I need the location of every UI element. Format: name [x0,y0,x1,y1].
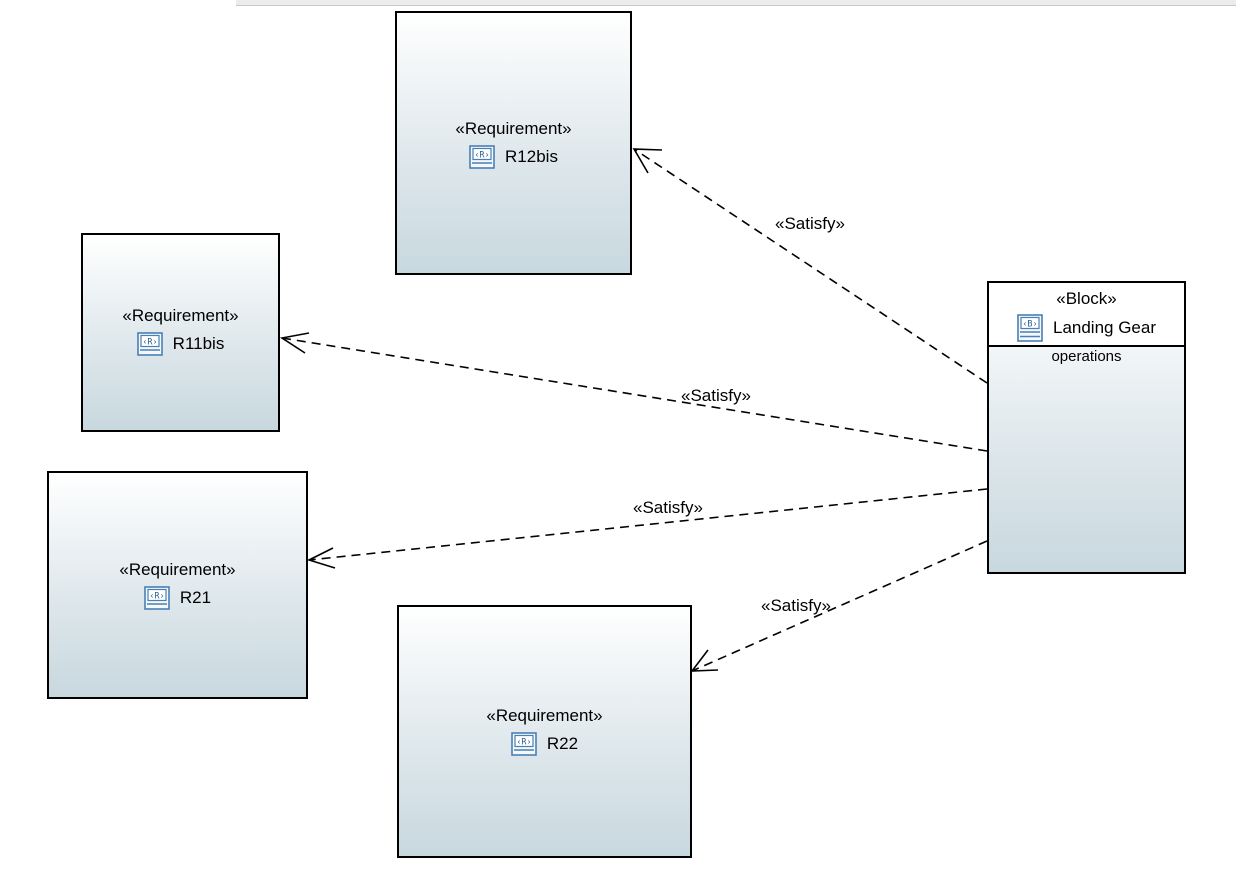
requirement-name: R12bis [505,147,558,166]
requirement-name: R21 [179,588,212,607]
satisfy-label: «Satisfy» [633,498,703,517]
requirement-icon: ‹R› [469,145,495,169]
requirement-name: R22 [546,734,579,753]
svg-text:‹R›: ‹R› [516,738,531,748]
requirement-r12bis[interactable]: «Requirement» ‹R› R12bis [395,11,632,275]
block-name: Landing Gear [1052,318,1157,337]
operations-compartment[interactable]: operations [1051,348,1122,365]
svg-text:‹R›: ‹R› [142,338,157,348]
stereotype-label: «Block» [1056,289,1117,308]
svg-text:‹R›: ‹R› [474,151,489,161]
block-icon: ‹B› [1017,314,1043,342]
requirement-icon: ‹R› [144,586,170,610]
requirement-icon: ‹R› [136,332,163,356]
svg-text:‹R›: ‹R› [149,592,164,602]
satisfy-label: «Satisfy» [775,214,845,233]
satisfy-connector-r12bis[interactable] [632,148,988,384]
svg-text:‹B›: ‹B› [1022,320,1037,330]
requirement-icon: ‹R› [511,732,537,756]
top-bar [236,0,1236,6]
stereotype-label: «Requirement» [119,560,236,579]
block-header: «Block» ‹B› Landing Gear [989,283,1184,347]
requirement-r11bis[interactable]: «Requirement» ‹R› R11bis [81,233,280,432]
stereotype-label: «Requirement» [455,119,572,138]
satisfy-connector-r11bis[interactable] [279,332,988,452]
stereotype-label: «Requirement» [122,306,239,325]
requirement-r21[interactable]: «Requirement» ‹R› R21 [47,471,308,699]
stereotype-label: «Requirement» [486,706,603,725]
satisfy-connector-r22[interactable] [690,540,988,672]
requirement-name: R11bis [172,334,225,353]
satisfy-label: «Satisfy» [681,386,751,405]
block-landing-gear[interactable]: «Block» ‹B› Landing Gear operations [987,281,1186,574]
requirement-r22[interactable]: «Requirement» ‹R› R22 [397,605,692,858]
satisfy-label: «Satisfy» [761,596,831,615]
